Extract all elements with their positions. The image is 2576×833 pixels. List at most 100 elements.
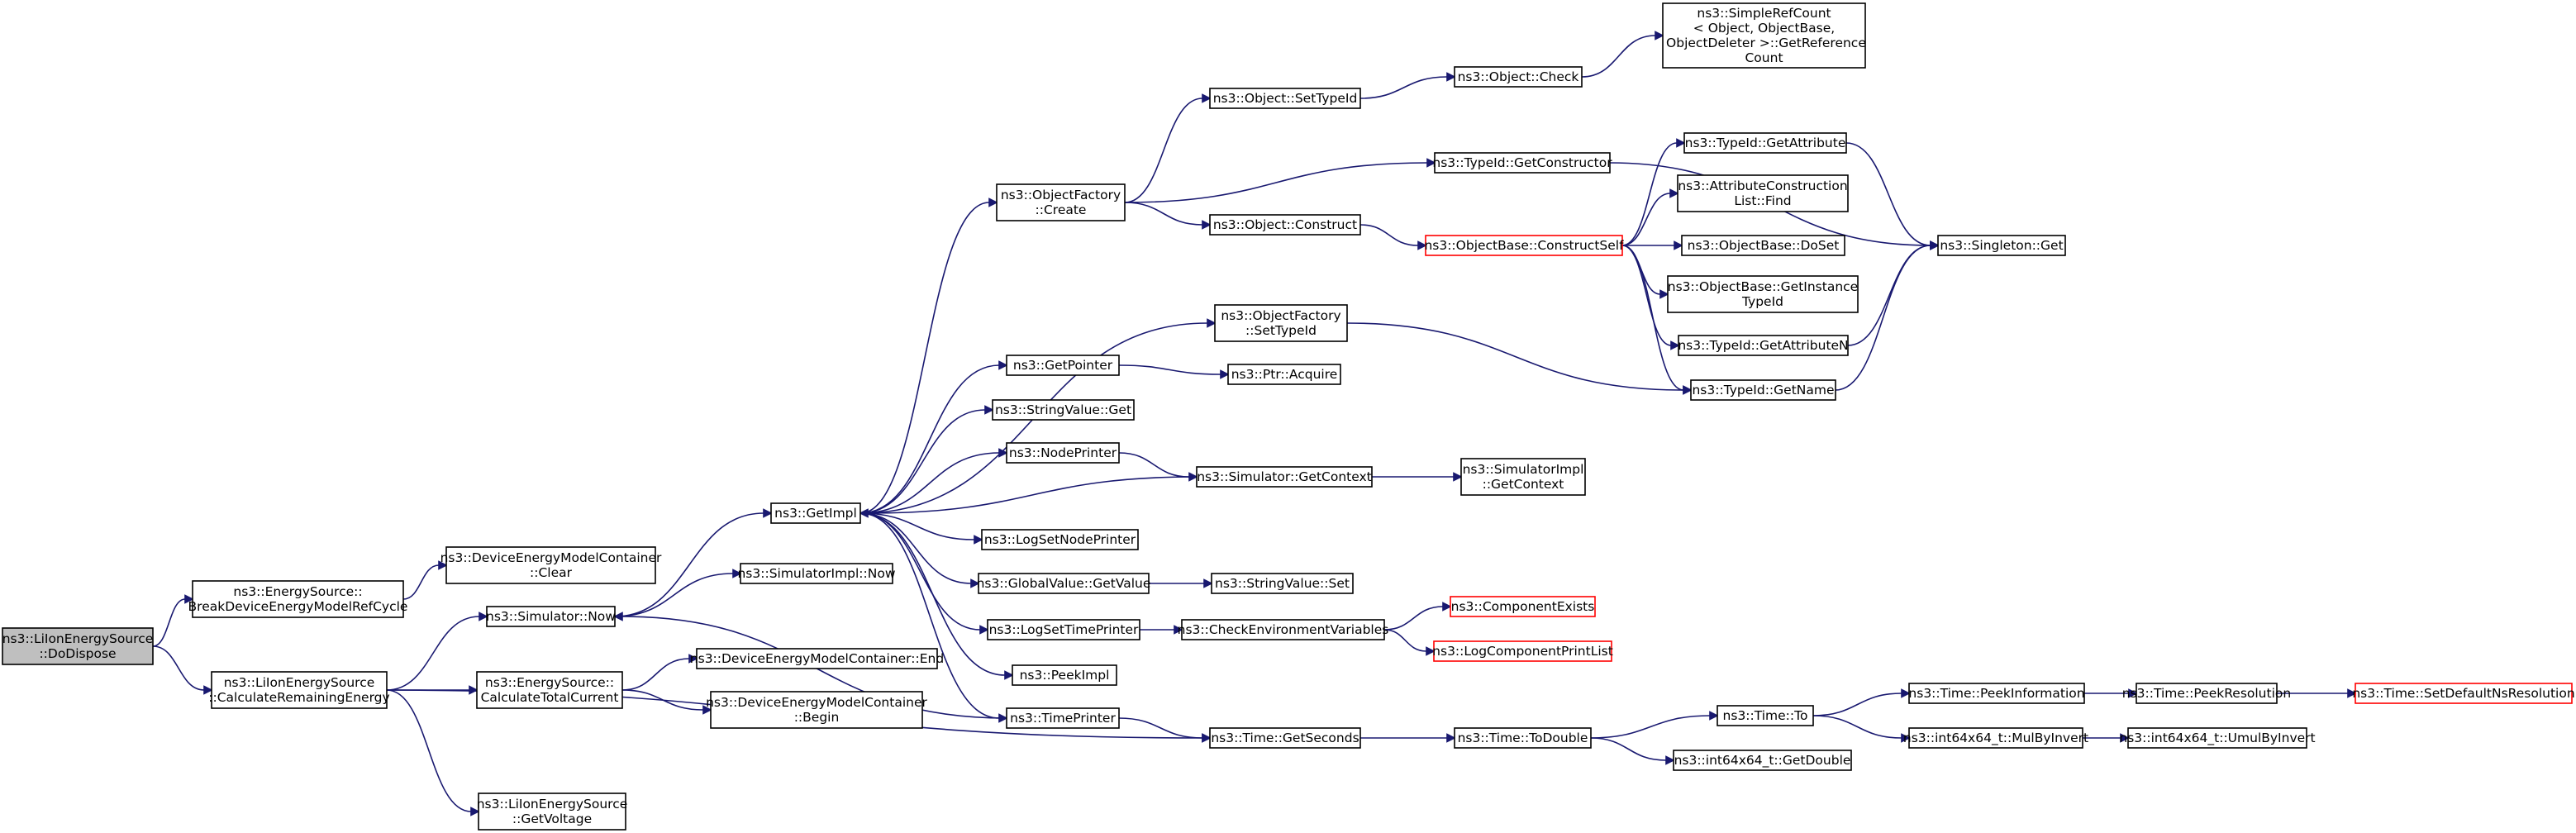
node-box[interactable] xyxy=(478,793,626,831)
node-box[interactable] xyxy=(1662,2,1866,69)
node-ns3-typeid-getname[interactable]: ns3::TypeId::GetName xyxy=(1690,379,1836,401)
node-box[interactable] xyxy=(1454,727,1592,749)
node-box[interactable] xyxy=(1667,275,1859,313)
node-box[interactable] xyxy=(1450,596,1596,617)
node-box[interactable] xyxy=(992,399,1135,421)
node-ns3-simulator-getcontext[interactable]: ns3::Simulator::GetContext xyxy=(1196,466,1373,488)
node-box[interactable] xyxy=(1690,379,1836,401)
node-ns3-logsetnodeprinter[interactable]: ns3::LogSetNodePrinter xyxy=(981,529,1139,550)
node-ns3-object-check[interactable]: ns3::Object::Check xyxy=(1454,66,1583,88)
node-box[interactable] xyxy=(1434,152,1611,174)
node-box[interactable] xyxy=(1012,664,1117,686)
node-ns3-liionenergysource-calculateremainingenergy[interactable]: ns3::LiIonEnergySource::CalculateRemaini… xyxy=(208,671,390,709)
node-box[interactable] xyxy=(1683,132,1847,154)
node-box[interactable] xyxy=(2355,683,2573,704)
node-ns3-ptr-acquire[interactable]: ns3::Ptr::Acquire xyxy=(1227,364,1341,385)
node-ns3-int64x64-t-mulbyinvert[interactable]: ns3::int64x64_t::MulByInvert xyxy=(1903,727,2088,749)
node-box[interactable] xyxy=(1673,750,1852,771)
node-ns3-simulator-now[interactable]: ns3::Simulator::Now xyxy=(486,606,616,627)
node-box[interactable] xyxy=(2136,683,2278,704)
node-box[interactable] xyxy=(476,671,623,709)
node-box[interactable] xyxy=(1211,573,1354,594)
node-box[interactable] xyxy=(1908,683,2085,704)
node-box[interactable] xyxy=(1460,458,1586,496)
node-ns3-logsettimeprinter[interactable]: ns3::LogSetTimePrinter xyxy=(987,619,1140,640)
node-box[interactable] xyxy=(996,183,1126,221)
node-ns3-objectfactory-create[interactable]: ns3::ObjectFactory::Create xyxy=(996,183,1126,221)
node-box[interactable] xyxy=(1678,335,1849,356)
node-ns3-typeid-getconstructor[interactable]: ns3::TypeId::GetConstructor xyxy=(1432,152,1612,174)
node-ns3-object-construct[interactable]: ns3::Object::Construct xyxy=(1209,214,1361,236)
node-box[interactable] xyxy=(1006,707,1120,729)
node-ns3-time-to[interactable]: ns3::Time::To xyxy=(1717,705,1814,726)
node-ns3-simplerefcount-object-objectbase-objectdeleter-getreference-count[interactable]: ns3::SimpleRefCount< Object, ObjectBase,… xyxy=(1662,2,1866,69)
node-box[interactable] xyxy=(1677,174,1849,212)
node-box[interactable] xyxy=(1214,304,1348,342)
node-box[interactable] xyxy=(486,606,616,627)
node-ns3-nodeprinter[interactable]: ns3::NodePrinter xyxy=(1006,442,1120,464)
node-ns3-int64x64-t-umulbyinvert[interactable]: ns3::int64x64_t::UmulByInvert xyxy=(2119,727,2316,749)
node-ns3-deviceenergymodelcontainer-end[interactable]: ns3::DeviceEnergyModelContainer::End xyxy=(690,648,944,669)
node-box[interactable] xyxy=(1425,235,1623,256)
node-ns3-logcomponentprintlist[interactable]: ns3::LogComponentPrintList xyxy=(1432,640,1613,662)
node-ns3-typeid-getattributen[interactable]: ns3::TypeId::GetAttributeN xyxy=(1678,335,1849,356)
node-box[interactable] xyxy=(192,580,404,618)
node-ns3-object-settypeid[interactable]: ns3::Object::SetTypeId xyxy=(1209,88,1361,109)
node-ns3-getimpl[interactable]: ns3::GetImpl xyxy=(770,502,861,524)
node-box[interactable] xyxy=(987,619,1140,640)
node-box[interactable] xyxy=(1717,705,1814,726)
node-ns3-deviceenergymodelcontainer-begin[interactable]: ns3::DeviceEnergyModelContainer::Begin xyxy=(706,691,928,729)
node-ns3-getpointer[interactable]: ns3::GetPointer xyxy=(1006,355,1120,376)
node-box[interactable] xyxy=(978,573,1150,594)
node-ns3-stringvalue-set[interactable]: ns3::StringValue::Set xyxy=(1211,573,1354,594)
node-ns3-time-setdefaultnsresolution[interactable]: ns3::Time::SetDefaultNsResolution xyxy=(2352,683,2575,704)
node-box[interactable] xyxy=(211,671,388,709)
node-ns3-globalvalue-getvalue[interactable]: ns3::GlobalValue::GetValue xyxy=(977,573,1151,594)
node-box[interactable] xyxy=(1006,442,1120,464)
node-box[interactable] xyxy=(1209,88,1361,109)
node-ns3-int64x64-t-getdouble[interactable]: ns3::int64x64_t::GetDouble xyxy=(1673,750,1852,771)
node-box[interactable] xyxy=(1681,235,1845,256)
node-box[interactable] xyxy=(1908,727,2083,749)
node-ns3-peekimpl[interactable]: ns3::PeekImpl xyxy=(1012,664,1117,686)
node-box[interactable] xyxy=(1181,619,1385,640)
node-box[interactable] xyxy=(740,563,893,584)
node-ns3-energysource-calculatetotalcurrent[interactable]: ns3::EnergySource::CalculateTotalCurrent xyxy=(476,671,623,709)
node-box[interactable] xyxy=(1227,364,1341,385)
node-box[interactable] xyxy=(770,502,861,524)
node-ns3-checkenvironmentvariables[interactable]: ns3::CheckEnvironmentVariables xyxy=(1178,619,1389,640)
node-ns3-energysource-breakdeviceenergymodelrefcycle[interactable]: ns3::EnergySource::BreakDeviceEnergyMode… xyxy=(188,580,408,618)
node-ns3-time-peekresolution[interactable]: ns3::Time::PeekResolution xyxy=(2122,683,2291,704)
node-ns3-objectfactory-settypeid[interactable]: ns3::ObjectFactory::SetTypeId xyxy=(1214,304,1348,342)
node-box[interactable] xyxy=(1196,466,1373,488)
node-ns3-liionenergysource-getvoltage[interactable]: ns3::LiIonEnergySource::GetVoltage xyxy=(477,793,628,831)
node-box[interactable] xyxy=(1433,640,1612,662)
node-ns3-objectbase-doset[interactable]: ns3::ObjectBase::DoSet xyxy=(1681,235,1845,256)
node-ns3-timeprinter[interactable]: ns3::TimePrinter xyxy=(1006,707,1120,729)
node-box[interactable] xyxy=(981,529,1139,550)
node-box[interactable] xyxy=(1937,235,2066,256)
node-ns3-time-getseconds[interactable]: ns3::Time::GetSeconds xyxy=(1209,727,1361,749)
node-ns3-stringvalue-get[interactable]: ns3::StringValue::Get xyxy=(992,399,1135,421)
node-box[interactable] xyxy=(696,648,938,669)
node-ns3-singleton-get[interactable]: ns3::Singleton::Get xyxy=(1937,235,2066,256)
node-ns3-time-todouble[interactable]: ns3::Time::ToDouble xyxy=(1454,727,1592,749)
node-ns3-deviceenergymodelcontainer-clear[interactable]: ns3::DeviceEnergyModelContainer::Clear xyxy=(440,546,662,584)
node-box[interactable] xyxy=(2,627,154,665)
node-ns3-time-peekinformation[interactable]: ns3::Time::PeekInformation xyxy=(1908,683,2085,704)
node-ns3-objectbase-constructself[interactable]: ns3::ObjectBase::ConstructSelf xyxy=(1424,235,1624,256)
node-box[interactable] xyxy=(445,546,656,584)
node-ns3-simulatorimpl-getcontext[interactable]: ns3::SimulatorImpl::GetContext xyxy=(1460,458,1586,496)
node-box[interactable] xyxy=(1006,355,1120,376)
node-box[interactable] xyxy=(1209,727,1361,749)
node-ns3-componentexists[interactable]: ns3::ComponentExists xyxy=(1450,596,1596,617)
node-ns3-typeid-getattribute[interactable]: ns3::TypeId::GetAttribute xyxy=(1683,132,1847,154)
node-ns3-simulatorimpl-now[interactable]: ns3::SimulatorImpl::Now xyxy=(737,563,896,584)
node-ns3-liionenergysource-dodispose[interactable]: ns3::LiIonEnergySource::DoDispose xyxy=(2,627,154,665)
node-box[interactable] xyxy=(2127,727,2307,749)
node-box[interactable] xyxy=(710,691,923,729)
node-box[interactable] xyxy=(1209,214,1361,236)
node-box[interactable] xyxy=(1454,66,1583,88)
